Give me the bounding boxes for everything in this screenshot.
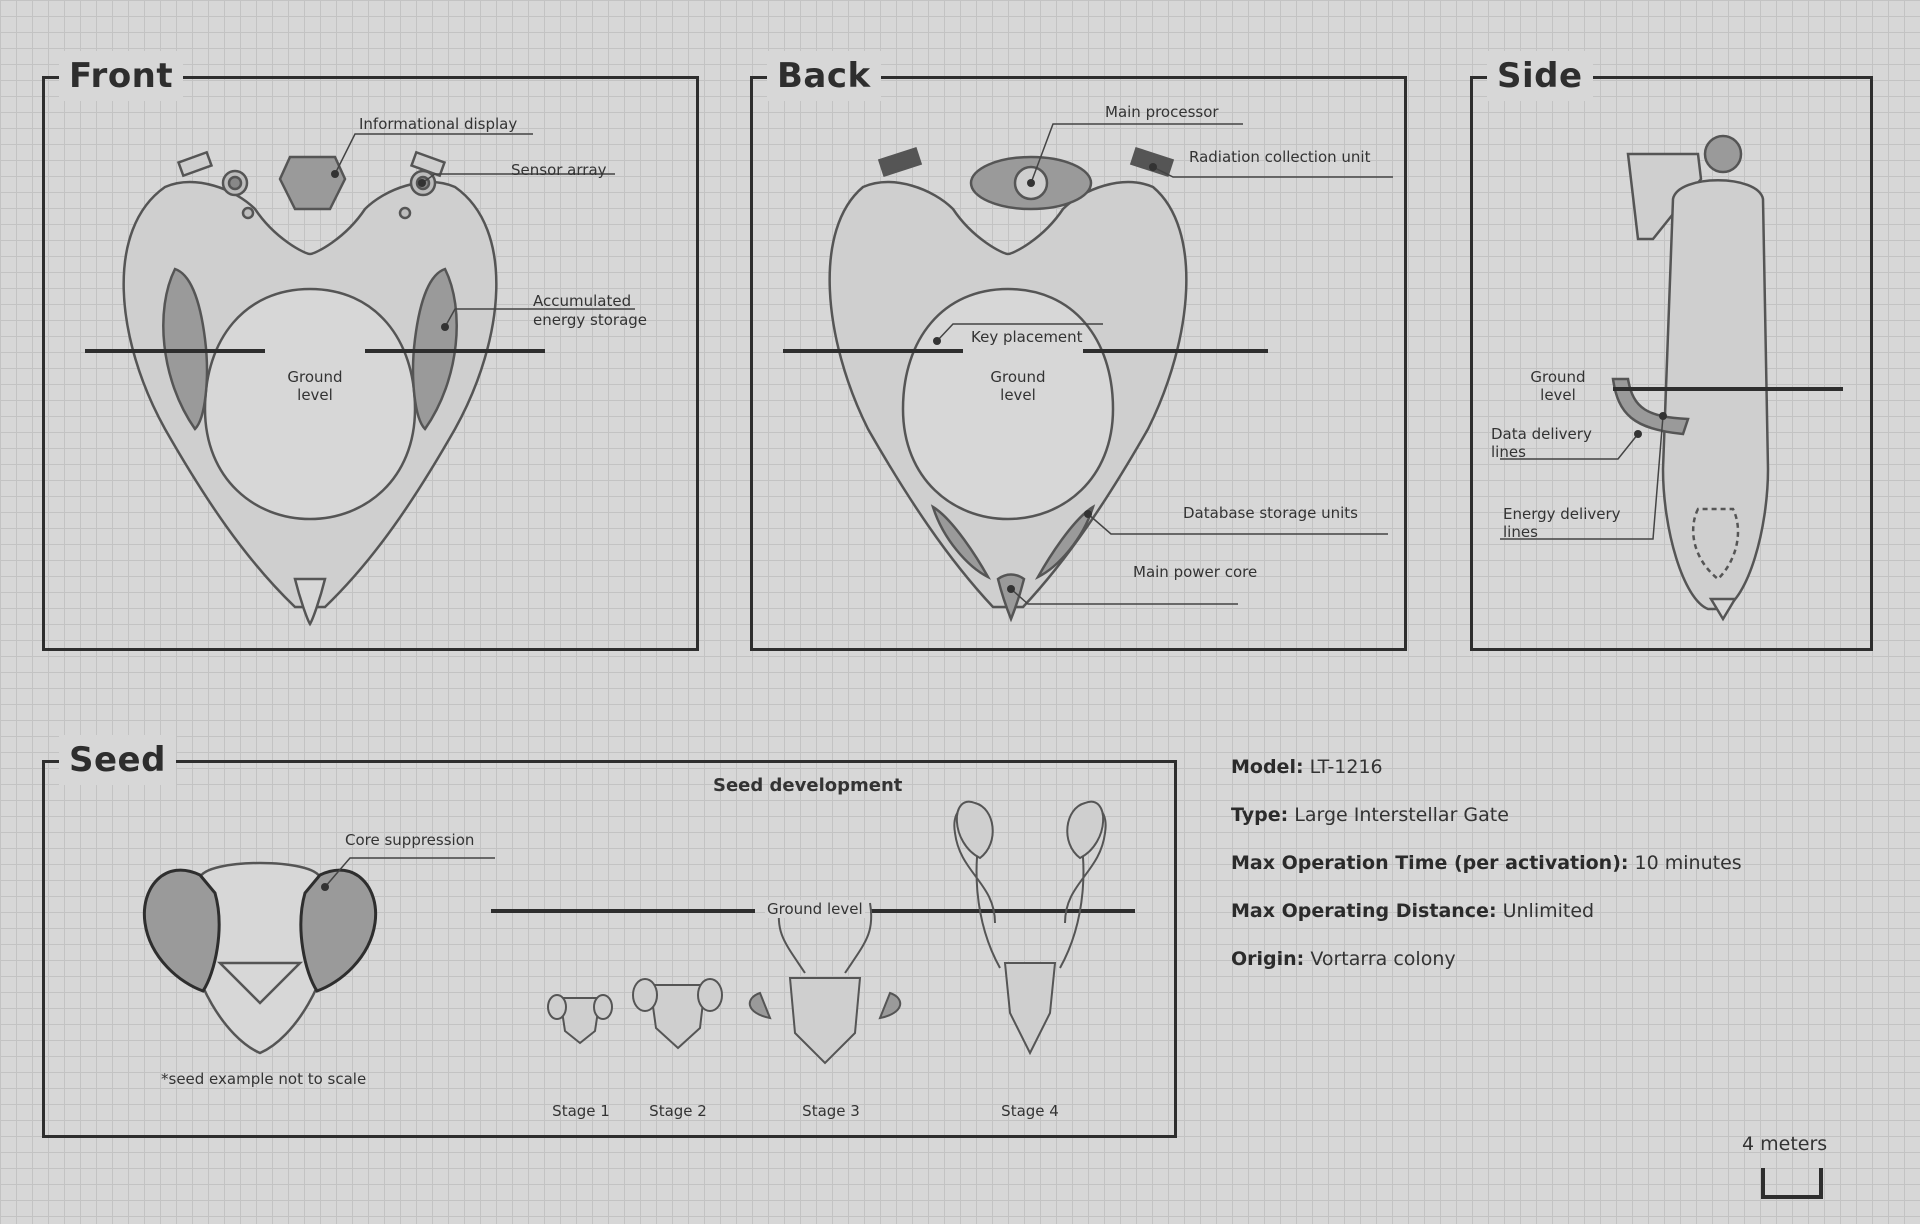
scale-bar	[1761, 1168, 1823, 1199]
side-label-energy-2: lines	[1503, 523, 1538, 541]
back-label-main-processor: Main processor	[1105, 103, 1219, 121]
back-right-database	[1034, 504, 1096, 580]
spec-time-key: Max Operation Time (per activation):	[1231, 852, 1629, 874]
seed-stage-2-drawing	[632, 978, 723, 1050]
seed-stage-2-label: Stage 2	[649, 1102, 707, 1120]
back-view-drawing	[783, 123, 1393, 623]
front-view-drawing	[85, 133, 635, 627]
spec-time-value: 10 minutes	[1634, 852, 1742, 874]
back-panel: Back Main processor Radiation collection…	[750, 51, 1407, 651]
scale-bar-label: 4 meters	[1742, 1133, 1828, 1155]
back-label-power-core: Main power core	[1133, 563, 1258, 581]
seed-stage-3-label: Stage 3	[802, 1102, 860, 1120]
front-inner-opening	[203, 287, 417, 521]
side-main-body	[1661, 179, 1770, 611]
side-delivery-lines	[1611, 377, 1690, 436]
front-title: Front	[59, 51, 184, 101]
back-label-radiation: Radiation collection unit	[1189, 148, 1371, 166]
side-label-data-1: Data delivery	[1491, 425, 1592, 443]
front-bottom-core	[293, 577, 327, 627]
front-label-informational-display: Informational display	[359, 115, 518, 133]
seed-stage-4-drawing	[953, 800, 1107, 1056]
side-label-energy-1: Energy delivery	[1503, 505, 1621, 523]
spec-model: Model: LT-1216	[1231, 756, 1383, 778]
seed-stage-4-label: Stage 4	[1001, 1102, 1059, 1120]
front-info-display	[278, 155, 347, 211]
seed-stage-3-drawing	[748, 902, 902, 1065]
back-label-ground-1: Ground	[990, 368, 1046, 386]
back-label-database: Database storage units	[1183, 504, 1358, 522]
seed-drawing	[142, 800, 1135, 1065]
seed-right-wing	[299, 868, 378, 993]
front-label-sensor-array: Sensor array	[511, 161, 607, 179]
back-label-key-placement: Key placement	[971, 328, 1083, 346]
seed-label-core-suppression: Core suppression	[345, 831, 475, 849]
spec-type-value: Large Interstellar Gate	[1294, 804, 1509, 826]
side-title: Side	[1487, 51, 1593, 101]
side-label-ground-2: level	[1540, 386, 1576, 404]
seed-stage-1-label: Stage 1	[552, 1102, 610, 1120]
side-panel: Side Ground level Data delivery lines En…	[1470, 51, 1873, 651]
front-label-energy-2: energy storage	[533, 311, 648, 329]
front-label-energy-1: Accumulated	[533, 292, 632, 310]
side-tip	[1708, 597, 1738, 622]
front-label-ground-1: Ground	[287, 368, 343, 386]
spec-distance-value: Unlimited	[1502, 900, 1595, 922]
back-main-power-core	[996, 573, 1026, 623]
seed-label-note: *seed example not to scale	[161, 1070, 367, 1088]
spec-model-value: LT-1216	[1309, 756, 1383, 778]
seed-label-ground-level: Ground level	[765, 900, 865, 918]
back-left-database	[930, 504, 992, 580]
seed-title: Seed	[59, 735, 176, 785]
side-top-sensor	[1703, 134, 1743, 174]
seed-body	[188, 861, 332, 1055]
spec-max-operating-distance: Max Operating Distance: Unlimited	[1231, 900, 1594, 922]
back-title: Back	[767, 51, 881, 101]
spec-type: Type: Large Interstellar Gate	[1231, 804, 1509, 826]
back-label-ground-2: level	[1000, 386, 1036, 404]
seed-panel: Seed	[42, 735, 1177, 1138]
seed-left-wing	[142, 868, 221, 993]
side-view-drawing	[1500, 134, 1843, 622]
side-label-ground-1: Ground	[1530, 368, 1586, 386]
front-panel: Front	[42, 51, 699, 651]
spec-type-key: Type:	[1231, 804, 1289, 826]
spec-origin-value: Vortarra colony	[1310, 948, 1456, 970]
spec-distance-key: Max Operating Distance:	[1231, 900, 1497, 922]
seed-stage-1-drawing	[547, 994, 613, 1045]
front-label-ground-2: level	[297, 386, 333, 404]
back-inner-opening	[901, 287, 1115, 521]
spec-model-key: Model:	[1231, 756, 1304, 778]
spec-origin-key: Origin:	[1231, 948, 1305, 970]
spec-origin: Origin: Vortarra colony	[1231, 948, 1456, 970]
seed-development-title: Seed development	[713, 775, 903, 796]
spec-max-operation-time: Max Operation Time (per activation): 10 …	[1231, 852, 1742, 874]
side-label-data-2: lines	[1491, 443, 1526, 461]
